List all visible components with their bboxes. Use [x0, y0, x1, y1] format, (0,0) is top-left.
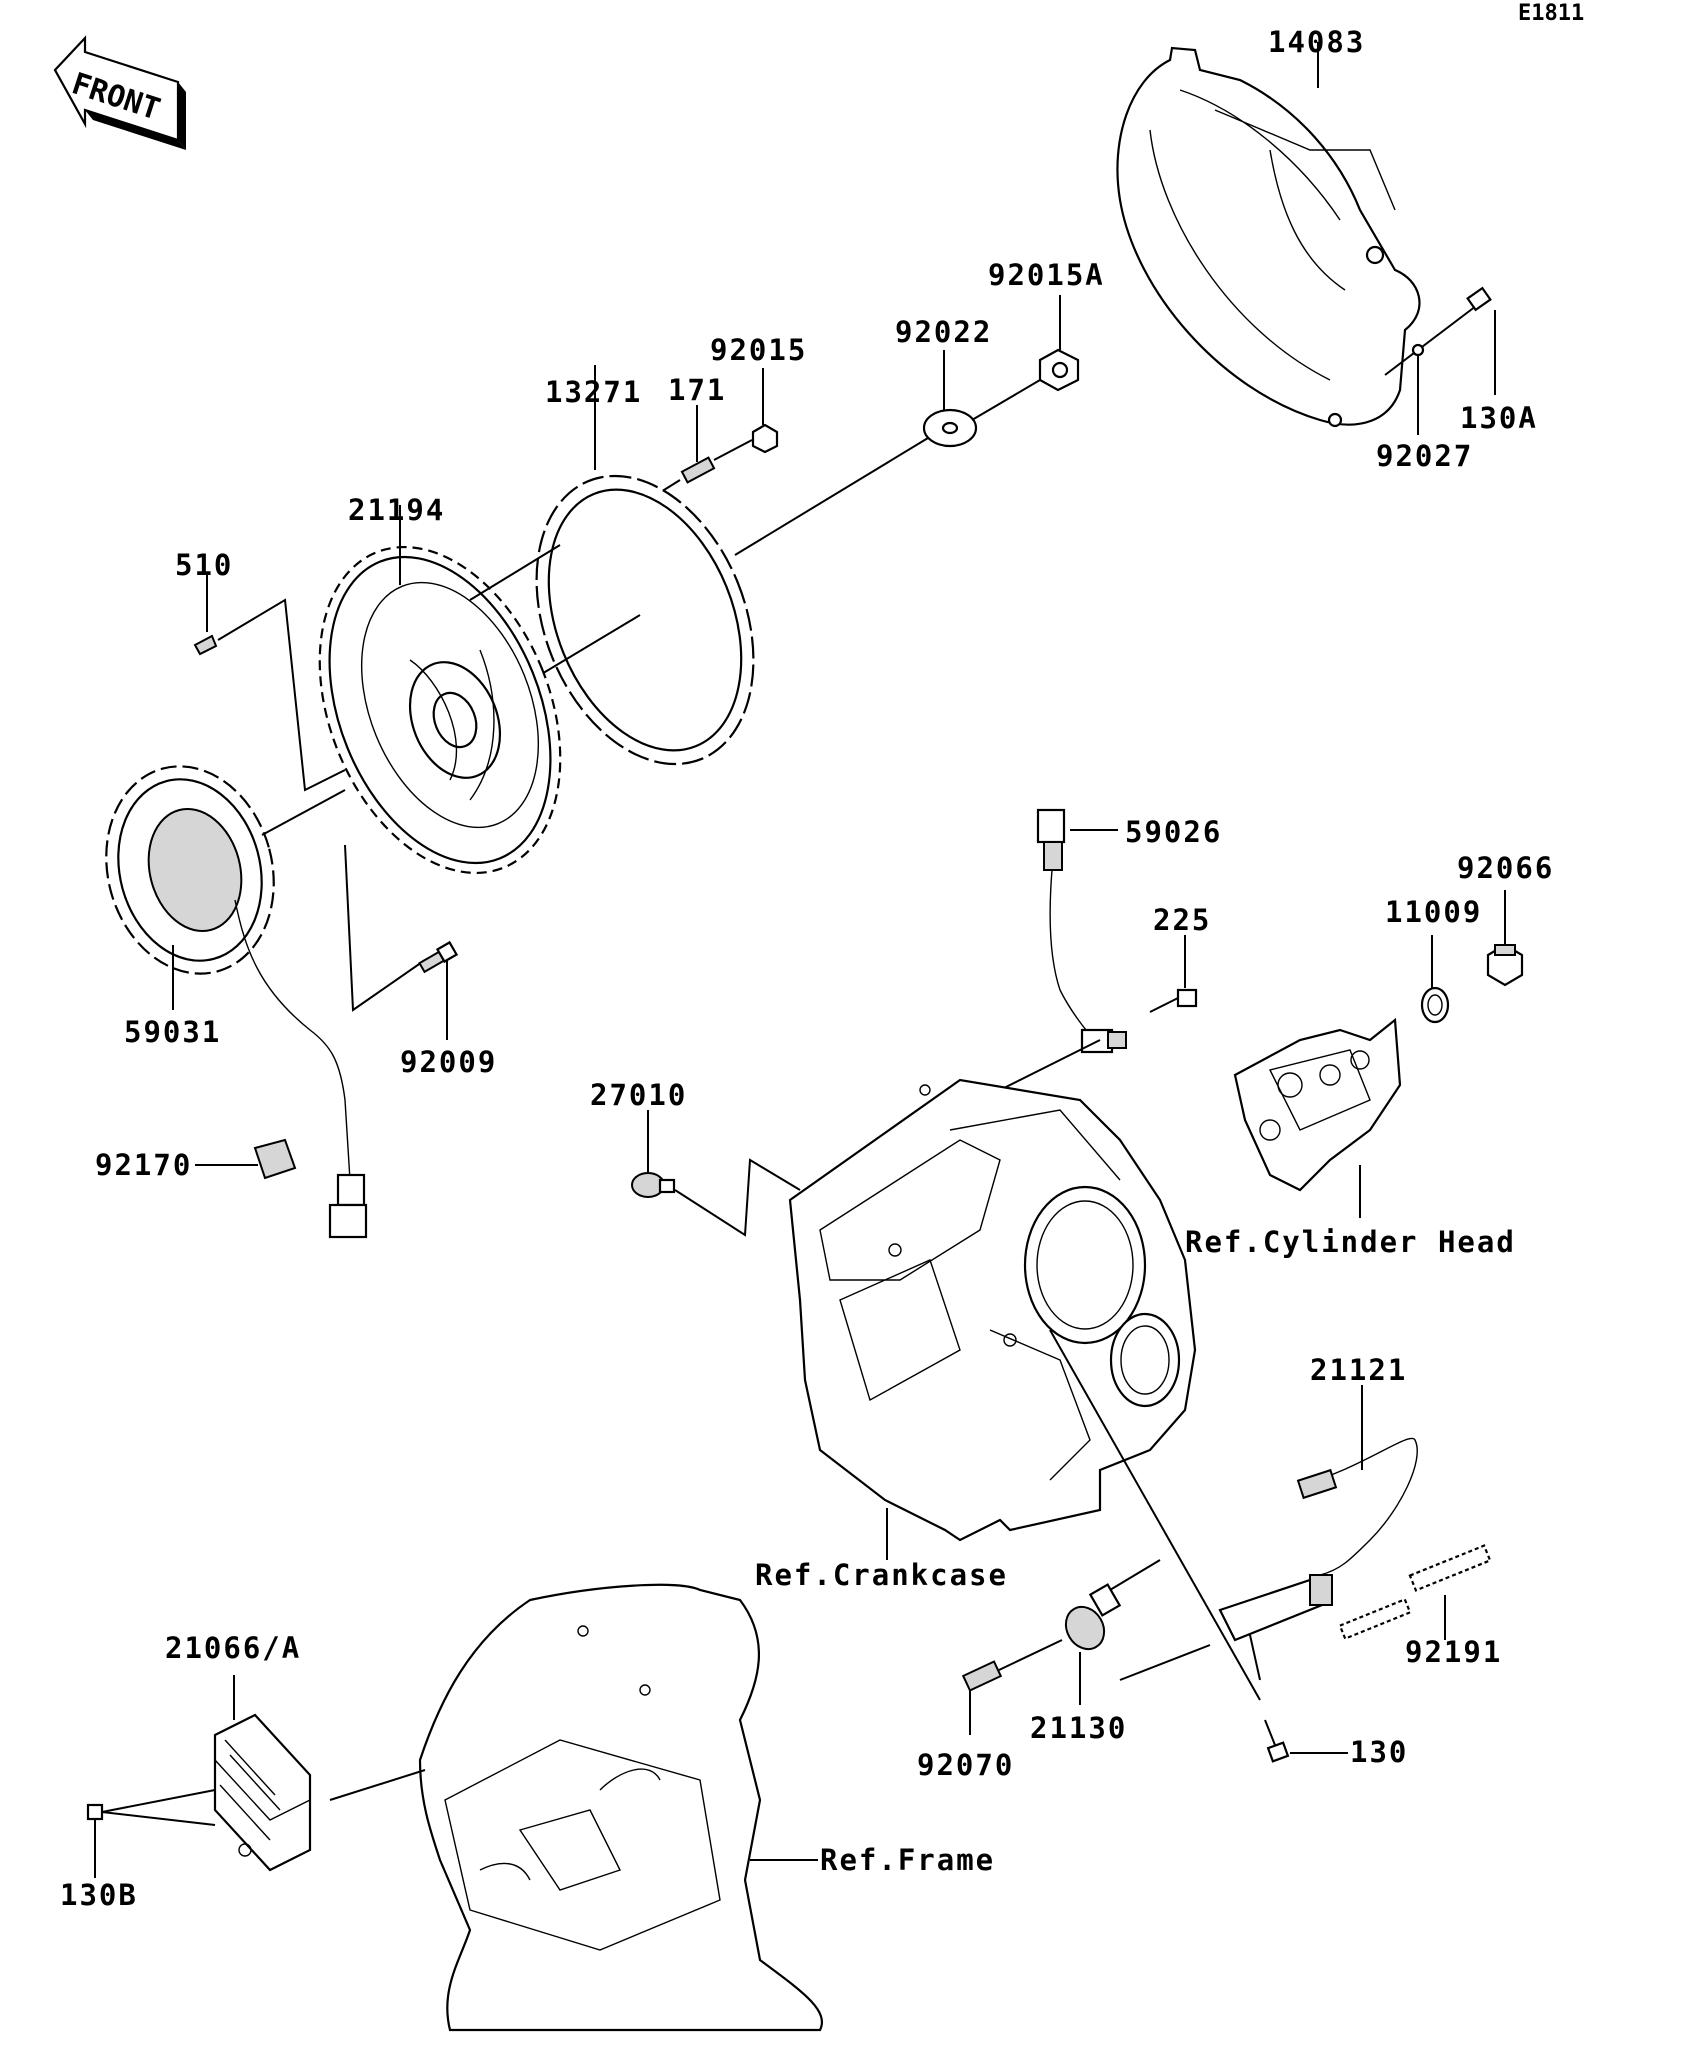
regulator-21066a	[213, 1675, 312, 1872]
ref-crankcase-label: Ref.Crankcase	[755, 1558, 1008, 1592]
part-label-92066: 92066	[1457, 851, 1554, 885]
nut-92015a	[1038, 295, 1080, 392]
part-label-225: 225	[1153, 903, 1211, 937]
part-label-14083: 14083	[1268, 25, 1365, 59]
spark-plug-92070	[961, 1639, 1063, 1735]
nut-92015	[751, 368, 779, 454]
part-label-92070: 92070	[917, 1748, 1014, 1782]
part-label-171: 171	[668, 373, 726, 407]
part-label-92170: 92170	[95, 1148, 192, 1182]
part-label-92015a: 92015A	[988, 258, 1105, 292]
part-label-21121: 21121	[1310, 1353, 1407, 1387]
ref-cylinder-head-label: Ref.Cylinder Head	[1185, 1225, 1516, 1259]
bolt-225	[1149, 935, 1198, 1013]
part-label-27010: 27010	[590, 1078, 687, 1112]
switch-27010	[631, 1110, 801, 1237]
ignition-coil-21121	[1119, 1385, 1418, 1681]
bolt-130a	[1384, 286, 1496, 435]
part-label-59026: 59026	[1125, 815, 1222, 849]
key-510	[193, 575, 346, 792]
plug-92066	[1486, 890, 1524, 987]
clamp-92170	[195, 1138, 297, 1180]
spring-92191	[1338, 1544, 1492, 1641]
part-label-510: 510	[175, 548, 233, 582]
front-arrow-icon: FRONT	[53, 35, 186, 150]
bolt-130	[1264, 1719, 1348, 1763]
washer-92022	[922, 350, 978, 448]
gasket-11009	[1420, 935, 1450, 1024]
bolt-130b	[86, 1789, 216, 1878]
part-label-92009: 92009	[400, 1045, 497, 1079]
stator-59031	[105, 765, 368, 1239]
frame-reference	[329, 1583, 823, 2032]
pickup-ring-13271	[489, 365, 755, 766]
part-label-21194: 21194	[348, 493, 445, 527]
part-label-130b: 130B	[60, 1878, 138, 1912]
part-label-21130: 21130	[1030, 1711, 1127, 1745]
crankcase-reference	[788, 1078, 1261, 1701]
plug-cap-21130	[1064, 1559, 1161, 1705]
bolt-92009	[344, 844, 459, 1040]
part-label-130a: 130A	[1460, 401, 1538, 435]
part-label-92015: 92015	[710, 333, 807, 367]
part-label-92027: 92027	[1376, 439, 1473, 473]
flywheel-21194	[318, 505, 562, 875]
part-label-21066a: 21066/A	[165, 1631, 301, 1665]
part-label-130: 130	[1350, 1735, 1408, 1769]
sensor-59026	[979, 808, 1127, 1101]
part-label-92022: 92022	[895, 315, 992, 349]
diagram-code: E1811	[1518, 1, 1584, 26]
cylinder-head-reference	[1233, 1017, 1402, 1218]
ref-frame-label: Ref.Frame	[820, 1843, 995, 1877]
part-label-92191: 92191	[1405, 1635, 1502, 1669]
part-label-11009: 11009	[1385, 895, 1482, 929]
part-label-59031: 59031	[124, 1015, 221, 1049]
generator-cover	[1116, 42, 1421, 428]
part-label-13271: 13271	[545, 375, 642, 409]
